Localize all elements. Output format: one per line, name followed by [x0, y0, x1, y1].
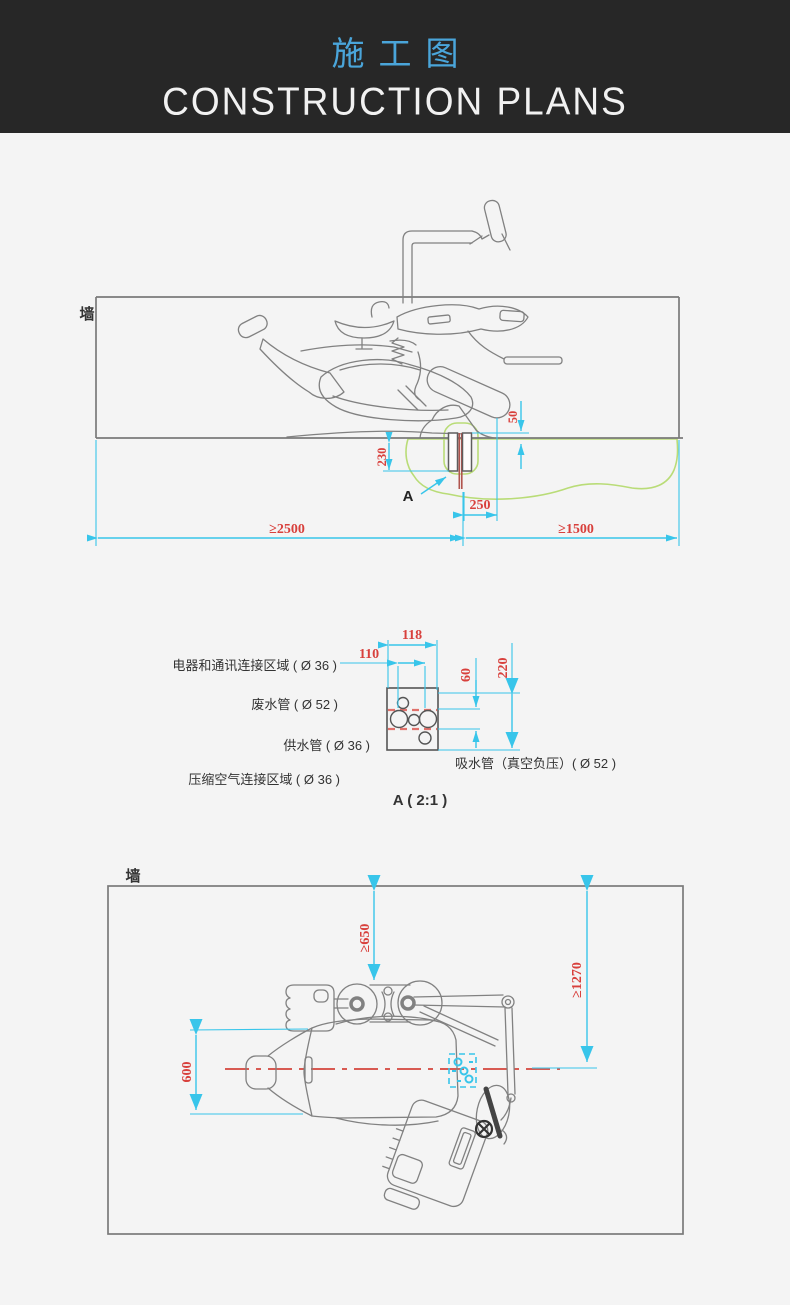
label-compressed-air-area: 压缩空气连接区域 ( Ø 36 )	[188, 772, 340, 787]
top-view-drawing: 墙	[107, 867, 684, 1235]
top-view-connection-zone	[448, 1053, 477, 1088]
dental-chair-side-view	[237, 199, 563, 439]
top-view-wall-label: 墙	[125, 867, 140, 885]
dim-1270: ≥1270	[570, 962, 585, 998]
detail-a-drawing: 118 110 60 220 电器和通讯连接区域 ( Ø 36 ) 废水管 ( …	[172, 628, 616, 809]
top-view-room-outline	[107, 885, 684, 1235]
side-view-drawing: 50 230 250 ≥2500 ≥1500 A 墙	[79, 199, 683, 546]
label-electrical-comm-area: 电器和通讯连接区域 ( Ø 36 )	[172, 658, 337, 673]
dim-1500: ≥1500	[558, 522, 594, 537]
dim-600: 600	[180, 1062, 195, 1083]
underfloor-service-zone	[405, 422, 679, 500]
connection-zone-dashed-box	[448, 1053, 477, 1088]
detail-a-labels: 电器和通讯连接区域 ( Ø 36 ) 废水管 ( Ø 52 ) 供水管 ( Ø …	[172, 658, 616, 787]
connection-duct-right	[461, 432, 473, 472]
dim-230: 230	[375, 448, 389, 467]
label-water-supply-pipe: 供水管 ( Ø 36 )	[283, 738, 370, 753]
dim-110: 110	[359, 647, 379, 662]
dim-250: 250	[470, 498, 491, 513]
detail-pipe-holes	[389, 696, 438, 745]
detail-a-caption: A ( 2:1 )	[393, 792, 447, 809]
side-view-dimensions: 50 230 250 ≥2500 ≥1500 A	[87, 401, 680, 546]
floor-connection-box	[447, 432, 473, 489]
side-view-room-outline	[95, 296, 680, 438]
dental-chair-top-view	[245, 980, 516, 1210]
label-suction-pipe: 吸水管（真空负压）( Ø 52 )	[455, 756, 616, 771]
detail-connection-box	[386, 687, 439, 751]
dim-650: ≥650	[358, 924, 373, 953]
page-title-english: CONSTRUCTION PLANS	[162, 79, 628, 123]
label-waste-pipe: 废水管 ( Ø 52 )	[251, 697, 338, 712]
dim-60: 60	[459, 668, 474, 682]
connection-duct-left	[447, 432, 459, 472]
detail-a-dimensions: 118 110 60 220	[359, 628, 519, 748]
page-title-chinese: 施工图	[331, 35, 473, 72]
connection-zone-ports	[452, 1057, 474, 1084]
dim-118: 118	[402, 628, 422, 643]
dim-50: 50	[506, 411, 520, 424]
dim-2500: ≥2500	[269, 522, 305, 537]
detail-marker-a: A	[403, 488, 414, 505]
side-view-wall-label: 墙	[79, 305, 94, 323]
service-zone-blob	[405, 438, 679, 500]
header-banner: 施工图 CONSTRUCTION PLANS	[0, 0, 790, 133]
dim-220: 220	[496, 658, 511, 679]
top-view-dimensions: ≥650 ≥1270 600	[180, 875, 597, 1115]
